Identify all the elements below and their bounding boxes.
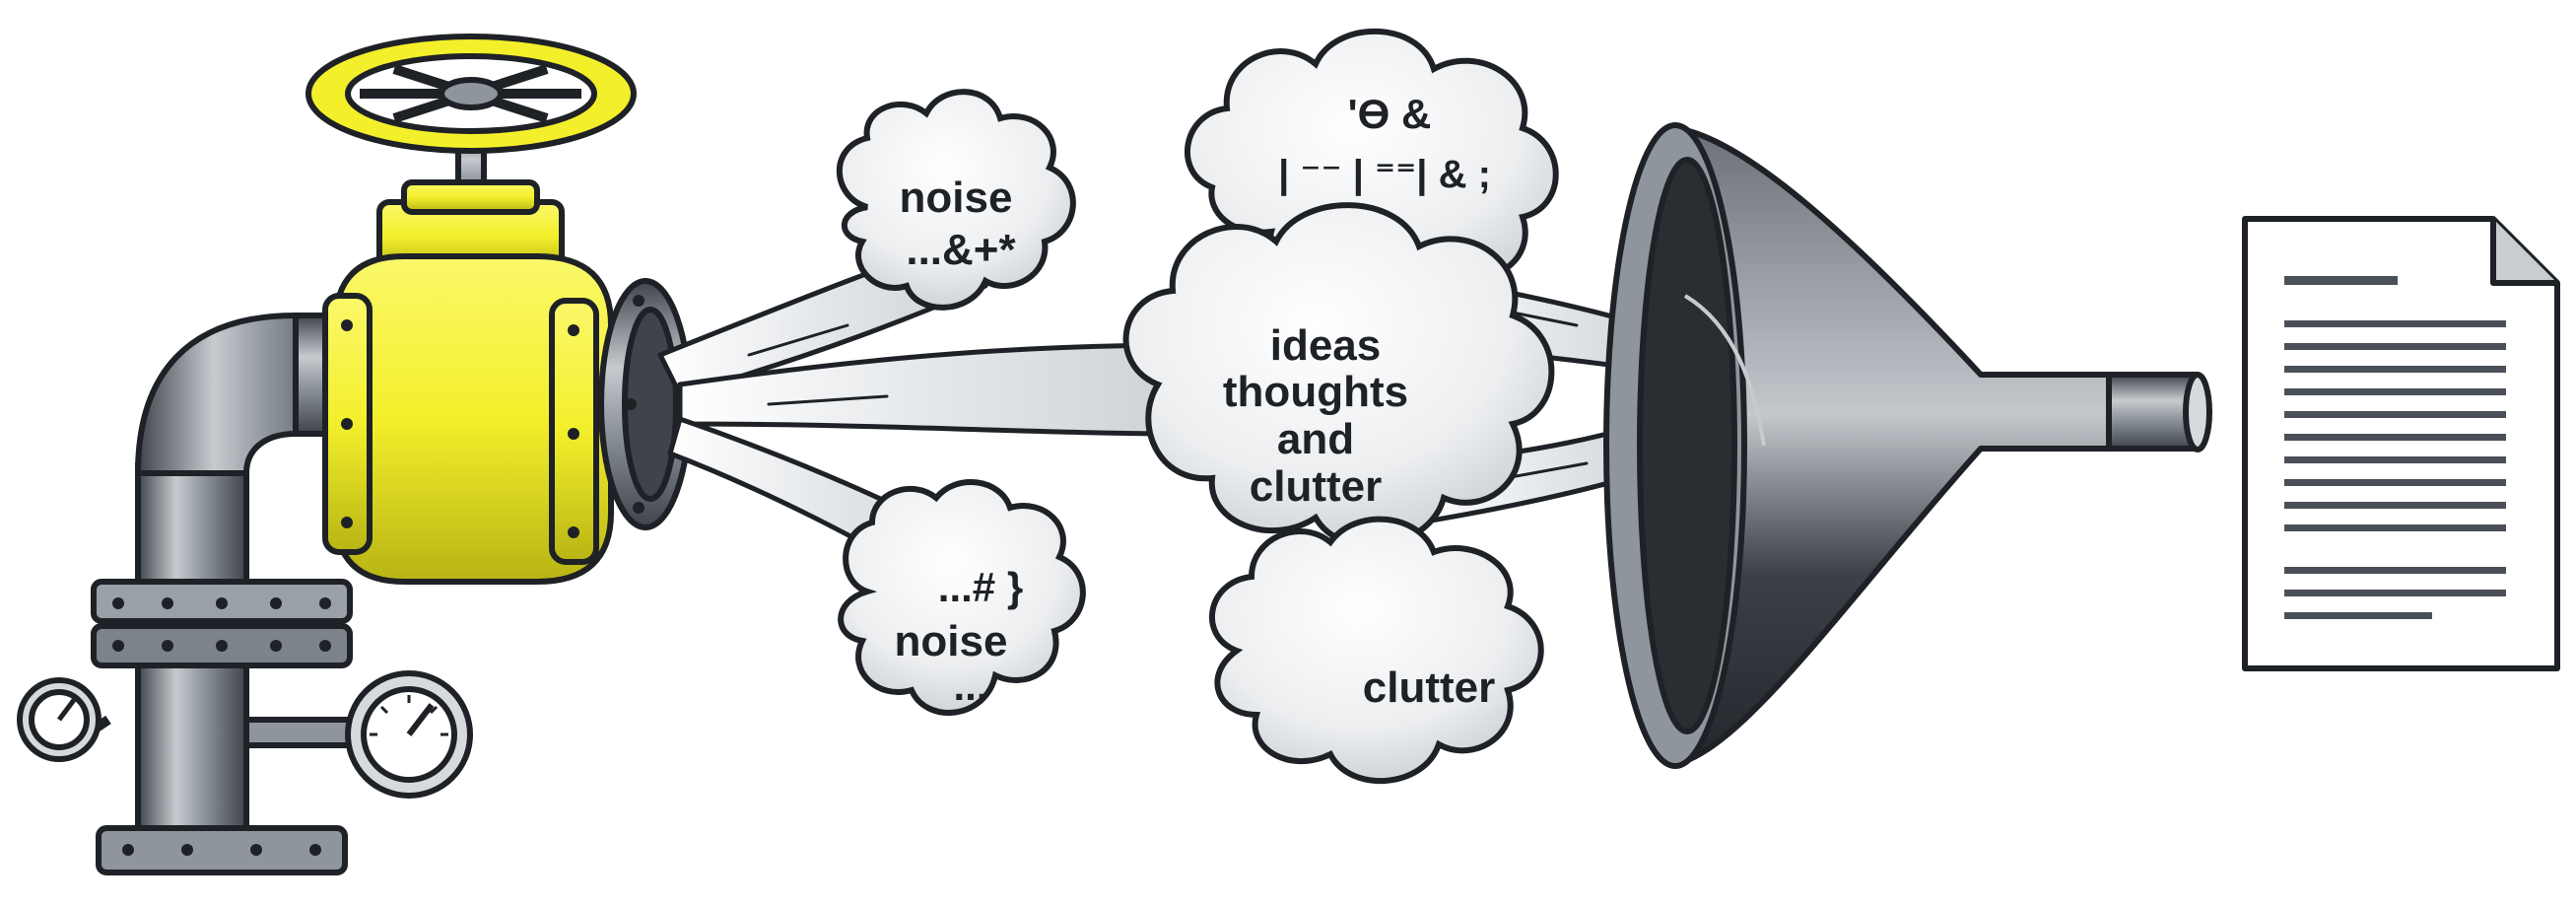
idea-cloud-center: ideas thoughts and clutter	[1122, 202, 1555, 549]
bottom-flange	[96, 825, 348, 875]
cloud-text-line: clutter	[1363, 663, 1495, 712]
cloud-text-line: ...&+*	[906, 226, 1016, 274]
cloud-text-line: ...	[953, 663, 987, 709]
noise-cloud-top-left: noise ...&+*	[836, 89, 1076, 311]
cloud-text-line: clutter	[1250, 462, 1382, 511]
cloud-text-line: 'ϴ &	[1348, 91, 1432, 137]
cloud-text-line: ideas	[1270, 321, 1382, 370]
document-icon	[2242, 216, 2560, 671]
clutter-cloud-bottom-right: clutter	[1208, 516, 1544, 785]
cloud-text-line: and	[1277, 415, 1354, 463]
pipe-assembly	[17, 34, 693, 875]
gauge-icon	[243, 670, 473, 799]
cloud-text-line: | ⁻⁻ | ⁼⁼| & ;	[1278, 153, 1491, 196]
cloud-text-line: noise	[895, 617, 1008, 665]
cloud-text-line: thoughts	[1223, 368, 1408, 416]
gauge-icon	[17, 677, 111, 762]
funnel-icon	[1603, 122, 2212, 769]
noise-cloud-bottom-left: ...# } noise ...	[838, 479, 1086, 716]
cloud-text-line: ...# }	[938, 564, 1023, 610]
cloud-text-line: noise	[900, 174, 1013, 222]
gate-valve-handwheel-icon	[305, 34, 693, 585]
